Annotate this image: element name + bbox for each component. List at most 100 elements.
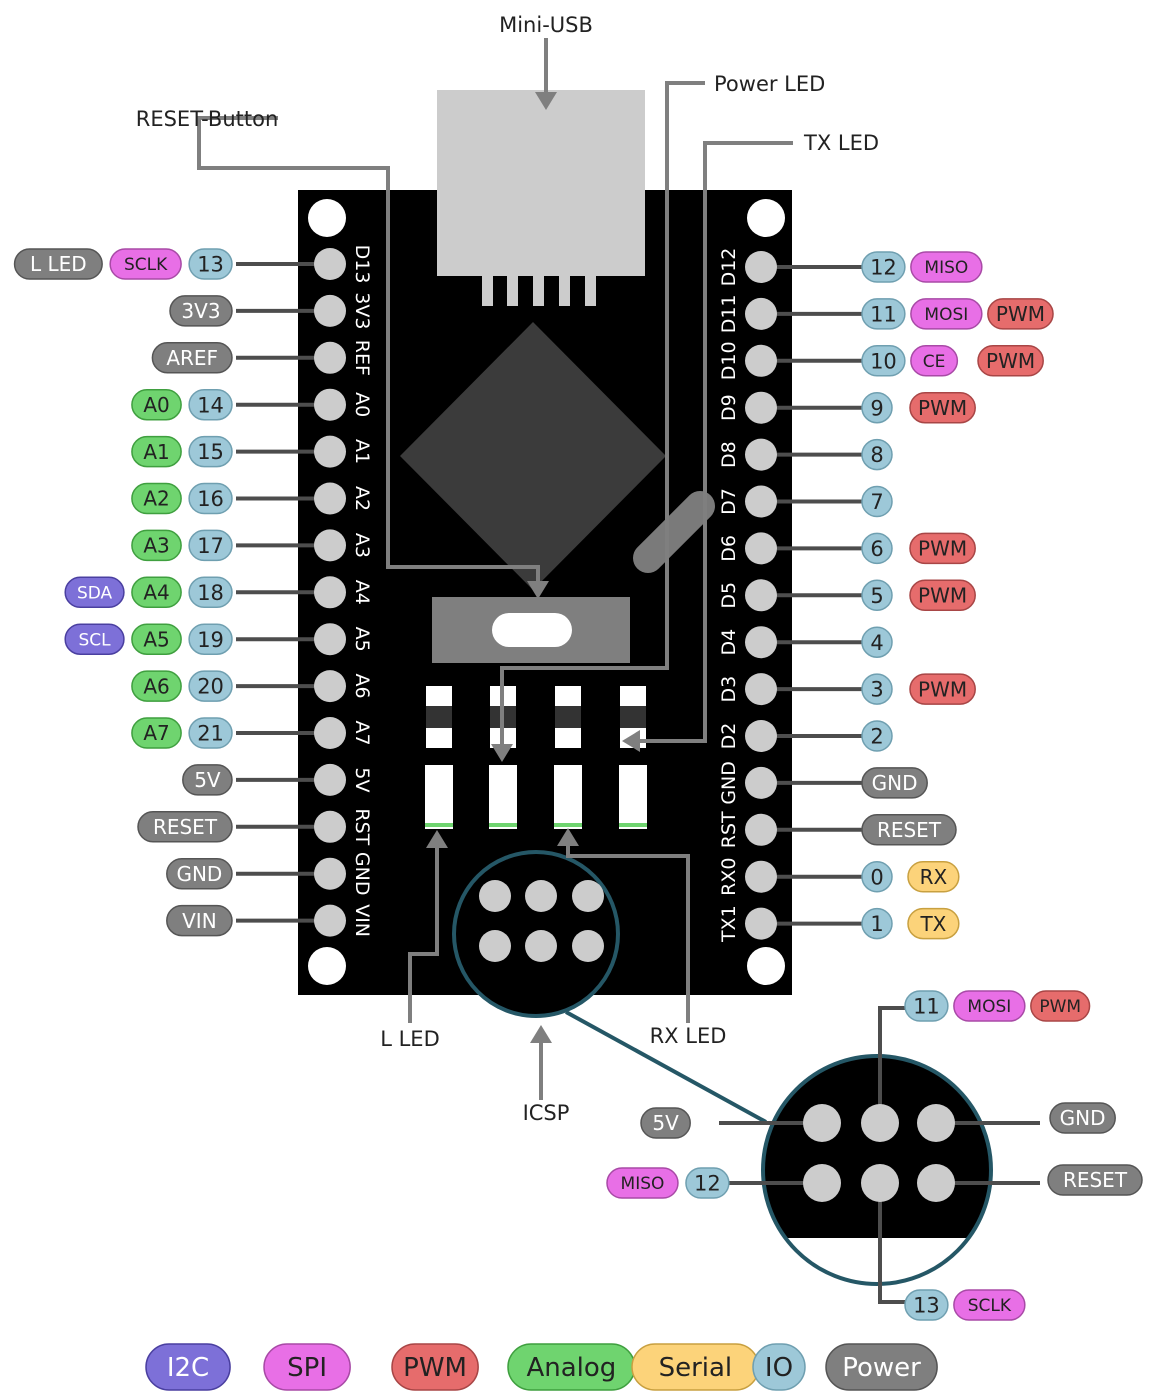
pin-tag-pill bbox=[953, 1289, 1026, 1321]
header-pin-vin bbox=[314, 904, 346, 937]
pin-tag-text: TX bbox=[919, 912, 946, 936]
pin-tag-io: 13 bbox=[904, 1289, 949, 1321]
pin-tag-spi: MISO bbox=[910, 251, 983, 283]
silkscreen-label: D2 bbox=[718, 723, 740, 750]
pin-tag-pill bbox=[909, 391, 976, 424]
pin-tag-pill bbox=[861, 298, 906, 330]
pin-tag-pill bbox=[640, 1107, 691, 1139]
pin-tag-power: GND bbox=[1049, 1102, 1116, 1134]
silkscreen-label: RST bbox=[718, 811, 740, 848]
mounting-hole bbox=[747, 199, 785, 237]
pin-tag-io: 17 bbox=[188, 529, 233, 562]
pin-tag-text: PWM bbox=[918, 396, 967, 420]
icsp-zoom bbox=[719, 1006, 1040, 1304]
pin-tag-pwm: PWM bbox=[1030, 990, 1091, 1022]
pin-tag-pill bbox=[151, 342, 233, 374]
header-pin-gnd bbox=[745, 766, 777, 799]
pin-tag-pill bbox=[861, 532, 893, 565]
pin-tag-pill bbox=[188, 435, 233, 468]
mounting-hole bbox=[747, 947, 785, 985]
pin-tag-text: 11 bbox=[913, 995, 940, 1019]
pin-tag-text: CE bbox=[923, 352, 946, 372]
header-pin-a5 bbox=[314, 623, 346, 656]
pin-tag-pwm: PWM bbox=[909, 391, 976, 424]
legend-swatch bbox=[391, 1343, 479, 1391]
pin-tag-power: RESET bbox=[861, 814, 957, 846]
silkscreen-label: A7 bbox=[351, 720, 373, 745]
callout-lines bbox=[197, 38, 793, 1100]
pin-tag-text: 13 bbox=[913, 1294, 940, 1318]
pin-tag-pwm: PWM bbox=[977, 345, 1044, 377]
header-pin-a6 bbox=[314, 670, 346, 703]
silkscreen-label: GND bbox=[718, 761, 740, 805]
pin-tag-pill bbox=[131, 623, 182, 655]
silkscreen-label: A6 bbox=[351, 674, 373, 699]
header-pin-d13 bbox=[314, 248, 346, 280]
pin-tag-text: MISO bbox=[621, 1174, 665, 1194]
legend-swatch bbox=[145, 1343, 231, 1391]
pin-tag-text: 5V bbox=[194, 768, 221, 792]
pin-tag-io: 8 bbox=[861, 438, 893, 471]
pin-tag-text: A2 bbox=[143, 487, 169, 511]
pin-tag-text: 21 bbox=[197, 722, 224, 746]
pin-tag-text: PWM bbox=[1039, 997, 1081, 1017]
pin-tag-pwm: PWM bbox=[909, 579, 976, 612]
pin-tag-io: 5 bbox=[861, 579, 893, 612]
pin-tag-io: 11 bbox=[904, 990, 949, 1022]
silkscreen-label: A5 bbox=[351, 627, 373, 652]
pin-tag-pill bbox=[64, 623, 125, 655]
pin-tag-text: GND bbox=[1060, 1106, 1106, 1130]
pin-tag-io: 14 bbox=[188, 388, 233, 421]
legend-item-power: Power bbox=[825, 1343, 938, 1391]
pin-tag-power: GND bbox=[166, 857, 233, 890]
pin-tag-spi: CE bbox=[910, 345, 959, 377]
pin-tag-pill bbox=[1030, 990, 1091, 1022]
pin-tag-text: 13 bbox=[197, 253, 224, 277]
pin-tag-pill bbox=[861, 907, 893, 940]
silkscreen-label: A4 bbox=[351, 580, 373, 605]
header-pin-rst bbox=[745, 813, 777, 846]
pin-tag-pill bbox=[907, 860, 960, 893]
pin-tag-analog: A5 bbox=[131, 623, 182, 655]
pin-tag-spi: SCLK bbox=[953, 1289, 1026, 1321]
pin-tag-text: 16 bbox=[197, 487, 224, 511]
pin-tag-text: RESET bbox=[153, 815, 218, 839]
pin-tag-spi: MISO bbox=[606, 1167, 679, 1199]
pin-tag-io: 12 bbox=[861, 251, 906, 283]
mounting-hole bbox=[308, 199, 346, 237]
silkscreen-label: VIN bbox=[351, 904, 373, 937]
mounting-hole bbox=[308, 947, 346, 985]
pin-tag-text: PWM bbox=[918, 584, 967, 608]
pin-tag-pill bbox=[909, 673, 976, 705]
pin-tag-text: A7 bbox=[143, 721, 169, 745]
pin-tag-pill bbox=[131, 435, 182, 468]
pin-tag-serial: RX bbox=[907, 860, 960, 893]
pin-tag-analog: A4 bbox=[131, 576, 182, 609]
pin-tag-text: PWM bbox=[986, 349, 1035, 373]
pin-tag-pill bbox=[904, 1289, 949, 1321]
pin-tag-pill bbox=[861, 251, 906, 283]
icsp-zoom-connector bbox=[565, 1010, 767, 1124]
icsp-header bbox=[452, 850, 620, 1018]
header-pin-a4 bbox=[314, 576, 346, 609]
pin-tag-pill bbox=[861, 720, 893, 752]
header-pin-d3 bbox=[745, 673, 777, 706]
silkscreen-label: GND bbox=[351, 852, 373, 896]
pin-tag-analog: A1 bbox=[131, 435, 182, 468]
legend-label: Serial bbox=[659, 1353, 733, 1383]
pin-tag-text: 6 bbox=[870, 537, 883, 561]
header-pin-a1 bbox=[314, 435, 346, 468]
pin-tag-pill bbox=[606, 1167, 679, 1199]
pin-tag-text: 1 bbox=[870, 912, 883, 936]
rx-led-label: RX LED bbox=[650, 1024, 727, 1048]
pin-tag-text: A5 bbox=[143, 627, 169, 651]
tx-led-label: TX LED bbox=[803, 131, 879, 155]
pin-tag-io: 20 bbox=[188, 670, 233, 702]
pin-tag-pwm: PWM bbox=[987, 298, 1054, 330]
legend-label: IO bbox=[765, 1353, 793, 1383]
pin-tag-pill bbox=[861, 860, 893, 893]
pin-tag-pill bbox=[13, 248, 103, 280]
pin-tag-pill bbox=[131, 482, 182, 515]
silkscreen-label: 3V3 bbox=[351, 292, 373, 329]
